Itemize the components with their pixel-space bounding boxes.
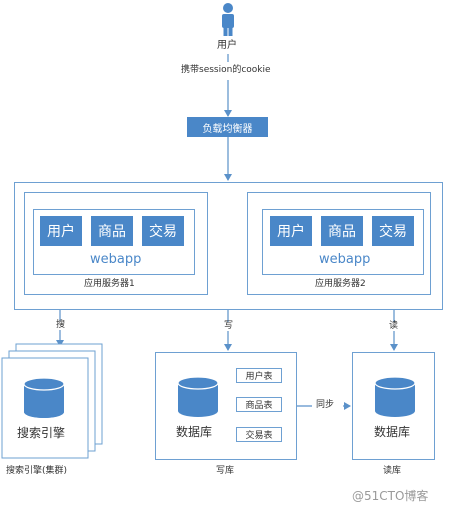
edge-label-search: 搜 — [56, 320, 66, 330]
table-goods: 商品表 — [236, 397, 282, 412]
search-engine-title: 搜索引擎 — [17, 426, 66, 440]
module-goods-2: 商品 — [321, 216, 363, 246]
cookie-note: 携带session的cookie — [181, 65, 271, 75]
search-db-cylinder-icon — [23, 377, 65, 418]
webapp-1-label: webapp — [90, 252, 142, 267]
read-db-caption: 读库 — [383, 466, 402, 476]
module-goods-1: 商品 — [91, 216, 133, 246]
module-trade-1: 交易 — [142, 216, 184, 246]
edge-label-write: 写 — [224, 321, 234, 331]
module-trade-2: 交易 — [372, 216, 414, 246]
webapp-2-label: webapp — [319, 252, 371, 267]
app-server-2-label: 应用服务器2 — [315, 279, 366, 289]
user-label: 用户 — [217, 40, 237, 51]
load-balancer-label: 负载均衡器 — [202, 123, 253, 135]
write-db-caption: 写库 — [216, 466, 235, 476]
write-db-title: 数据库 — [176, 425, 213, 439]
person-icon — [222, 3, 234, 36]
search-cluster-front — [1, 357, 89, 459]
read-db-box — [352, 352, 435, 460]
edge-label-read: 读 — [389, 321, 399, 331]
app-server-1-label: 应用服务器1 — [84, 279, 135, 289]
table-users: 用户表 — [236, 368, 282, 383]
load-balancer: 负载均衡器 — [187, 117, 268, 137]
table-trades: 交易表 — [236, 427, 282, 442]
edge-label-sync: 同步 — [316, 400, 335, 410]
read-db-title: 数据库 — [374, 425, 411, 439]
watermark: @51CTO博客 — [352, 489, 429, 503]
module-user-2: 用户 — [270, 216, 312, 246]
search-engine-caption: 搜索引擎(集群) — [6, 466, 68, 476]
module-user-1: 用户 — [40, 216, 82, 246]
